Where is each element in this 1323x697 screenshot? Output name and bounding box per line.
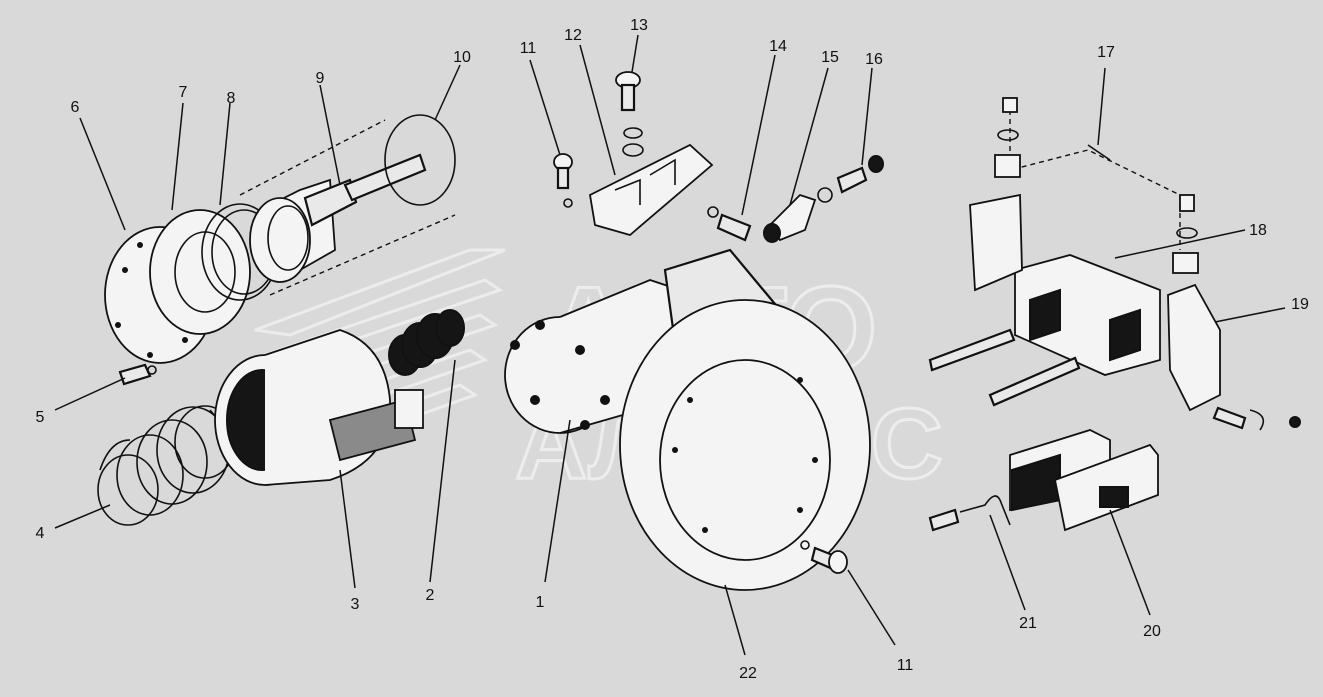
callout-6: 6: [71, 99, 80, 116]
guide-pins: [928, 328, 1081, 407]
leader-lines: [54, 34, 1286, 656]
screw-14: [707, 206, 752, 242]
callout-19: 19: [1291, 296, 1309, 313]
bracket: [589, 143, 714, 236]
bolt-with-washers: [615, 71, 644, 157]
screw-21: [928, 495, 1011, 532]
bolt-top: [553, 153, 573, 208]
callout-2: 2: [426, 587, 435, 604]
callout-5: 5: [36, 409, 45, 426]
lever: [1167, 283, 1301, 431]
piston: [239, 119, 456, 296]
callout-16: 16: [865, 51, 883, 68]
callout-12: 12: [564, 27, 582, 44]
bellows-boot: [388, 309, 465, 376]
callout-18: 18: [1249, 222, 1267, 239]
callout-10: 10: [453, 49, 471, 66]
brake-pads: [1009, 429, 1159, 532]
gasket: [149, 209, 251, 335]
callout-13: 13: [630, 17, 648, 34]
bolt-16: [836, 155, 884, 194]
callout-7: 7: [179, 84, 188, 101]
cylinder-housing: [214, 329, 424, 486]
callout-9: 9: [316, 70, 325, 87]
callout-21: 21: [1019, 615, 1037, 632]
callout-1: 1: [536, 594, 545, 611]
snap-ring: [384, 114, 456, 206]
callout-15: 15: [821, 49, 839, 66]
spring-17: [994, 97, 1199, 274]
callout-20: 20: [1143, 623, 1161, 640]
callout-22: 22: [739, 665, 757, 682]
callout-17: 17: [1097, 44, 1115, 61]
callout-14: 14: [769, 38, 787, 55]
callout-11-top: 11: [520, 40, 537, 57]
bolt-bottom: [800, 540, 848, 574]
screw-left: [118, 363, 157, 386]
brake-disc: [619, 299, 871, 591]
coil-spring: [97, 405, 236, 526]
callouts: 1 2 3 4 5 6 7 8 9 10 11 11 12 13 14 15 1…: [36, 17, 1309, 682]
callout-4: 4: [36, 525, 45, 542]
callout-11-bottom: 11: [897, 657, 914, 674]
yoke: [969, 193, 1161, 376]
callout-3: 3: [351, 596, 360, 613]
cone-bushing: [763, 187, 833, 243]
callout-8: 8: [227, 90, 236, 107]
